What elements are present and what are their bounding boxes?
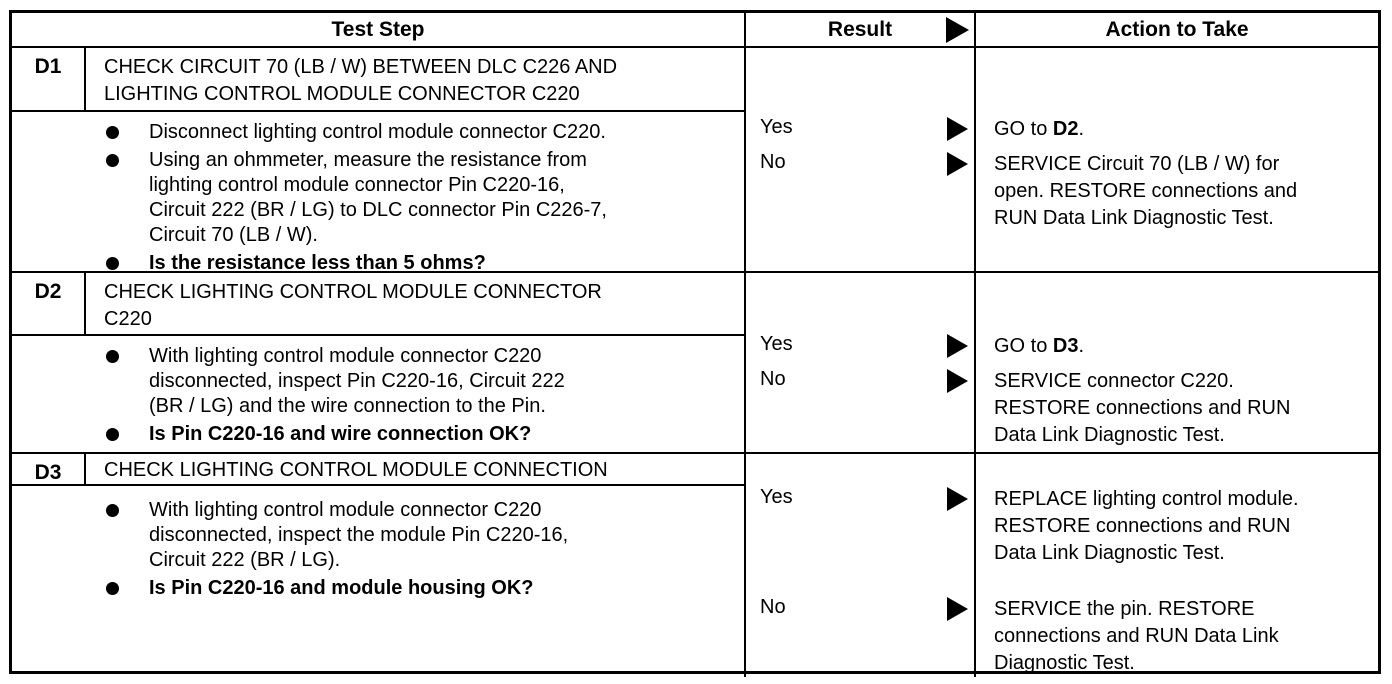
arrow-right-icon — [947, 486, 968, 517]
bullet-icon — [106, 582, 119, 595]
result-label: No — [760, 151, 786, 173]
diagnostic-test-table: Test Step Result Action to Take D1 CHECK… — [9, 10, 1381, 677]
arrow-right-icon — [947, 333, 968, 364]
instruction-list: Disconnect lighting control module conne… — [12, 112, 744, 271]
table-row-d2: D2 CHECK LIGHTING CONTROL MODULE CONNECT… — [12, 271, 1378, 452]
test-step-header-label: Test Step — [331, 17, 425, 41]
list-item: With lighting control module connector C… — [106, 498, 744, 573]
question-list-item: Is Pin C220-16 and wire connection OK? — [106, 422, 744, 447]
result-entry-no: No — [746, 151, 974, 186]
step-title-band: D2 CHECK LIGHTING CONTROL MODULE CONNECT… — [12, 273, 744, 336]
step-id: D2 — [12, 273, 86, 334]
column-header-action: Action to Take — [976, 13, 1378, 46]
instruction-text: With lighting control module connector C… — [149, 345, 565, 417]
result-entry-yes: Yes — [746, 116, 974, 151]
result-cell: Yes No — [746, 273, 976, 452]
question-text: Is Pin C220-16 and module housing OK? — [149, 577, 534, 599]
bullet-icon — [106, 504, 119, 517]
step-title: CHECK LIGHTING CONTROL MODULE CONNECTION — [104, 459, 608, 481]
result-entry-yes: Yes — [746, 333, 974, 368]
result-entry-no: No — [746, 368, 974, 403]
list-item: Disconnect lighting control module conne… — [106, 120, 744, 145]
action-text: SERVICE Circuit 70 (LB / W) for open. RE… — [994, 153, 1298, 229]
bullet-icon — [106, 428, 119, 441]
column-header-test-step: Test Step — [12, 13, 746, 46]
result-label: Yes — [760, 333, 793, 355]
list-item: With lighting control module connector C… — [106, 344, 744, 419]
bullet-icon — [106, 350, 119, 363]
step-title: CHECK LIGHTING CONTROL MODULE CONNECTOR … — [104, 281, 602, 330]
result-cell: Yes No — [746, 454, 976, 677]
result-label: Yes — [760, 116, 793, 138]
arrow-right-icon — [947, 596, 968, 627]
test-step-cell: D1 CHECK CIRCUIT 70 (LB / W) BETWEEN DLC… — [12, 48, 746, 271]
result-label: Yes — [760, 486, 793, 508]
arrow-right-icon — [947, 116, 968, 147]
step-title: CHECK CIRCUIT 70 (LB / W) BETWEEN DLC C2… — [104, 56, 618, 105]
step-id: D3 — [12, 454, 86, 484]
arrow-right-icon — [947, 151, 968, 182]
step-title-band: D3 CHECK LIGHTING CONTROL MODULE CONNECT… — [12, 454, 744, 486]
action-text: GO to D3. — [994, 335, 1085, 357]
action-cell: GO to D3. SERVICE connector C220. RESTOR… — [976, 273, 1378, 452]
action-text: SERVICE connector C220. RESTORE connecti… — [994, 370, 1291, 446]
test-step-cell: D3 CHECK LIGHTING CONTROL MODULE CONNECT… — [12, 454, 746, 677]
action-cell: REPLACE lighting control module. RESTORE… — [976, 454, 1378, 677]
action-step-ref: D3 — [1052, 335, 1079, 357]
arrow-right-icon — [946, 17, 969, 49]
question-list-item: Is the resistance less than 5 ohms? — [106, 251, 744, 271]
bullet-icon — [106, 154, 119, 167]
action-step-ref: D2 — [1052, 118, 1079, 140]
result-entry-no: No — [746, 596, 974, 631]
result-entry-yes: Yes — [746, 486, 974, 596]
action-header-label: Action to Take — [1105, 17, 1249, 41]
question-text: Is the resistance less than 5 ohms? — [149, 252, 486, 271]
result-cell: Yes No — [746, 48, 976, 271]
question-text: Is Pin C220-16 and wire connection OK? — [149, 423, 532, 445]
instruction-list: With lighting control module connector C… — [12, 486, 744, 601]
step-title-band: D1 CHECK CIRCUIT 70 (LB / W) BETWEEN DLC… — [12, 48, 744, 112]
action-text: SERVICE the pin. RESTORE connections and… — [994, 598, 1279, 674]
arrow-right-icon — [947, 368, 968, 399]
result-label: No — [760, 596, 786, 618]
question-list-item: Is Pin C220-16 and module housing OK? — [106, 576, 744, 601]
instruction-text: Disconnect lighting control module conne… — [149, 121, 606, 143]
action-text: REPLACE lighting control module. RESTORE… — [994, 488, 1299, 564]
step-id: D1 — [12, 48, 86, 110]
instruction-list: With lighting control module connector C… — [12, 336, 744, 447]
test-step-cell: D2 CHECK LIGHTING CONTROL MODULE CONNECT… — [12, 273, 746, 452]
list-item: Using an ohmmeter, measure the resistanc… — [106, 148, 744, 248]
column-header-result: Result — [746, 13, 976, 46]
action-cell: GO to D2. SERVICE Circuit 70 (LB / W) fo… — [976, 48, 1378, 271]
table-row-d3: D3 CHECK LIGHTING CONTROL MODULE CONNECT… — [12, 452, 1378, 677]
instruction-text: With lighting control module connector C… — [149, 499, 569, 571]
bullet-icon — [106, 257, 119, 270]
bullet-icon — [106, 126, 119, 139]
result-header-label: Result — [827, 17, 893, 41]
action-text: GO to D2. — [994, 118, 1085, 140]
instruction-text: Using an ohmmeter, measure the resistanc… — [149, 149, 607, 246]
table-header-row: Test Step Result Action to Take — [12, 13, 1378, 46]
result-label: No — [760, 368, 786, 390]
table-row-d1: D1 CHECK CIRCUIT 70 (LB / W) BETWEEN DLC… — [12, 46, 1378, 271]
